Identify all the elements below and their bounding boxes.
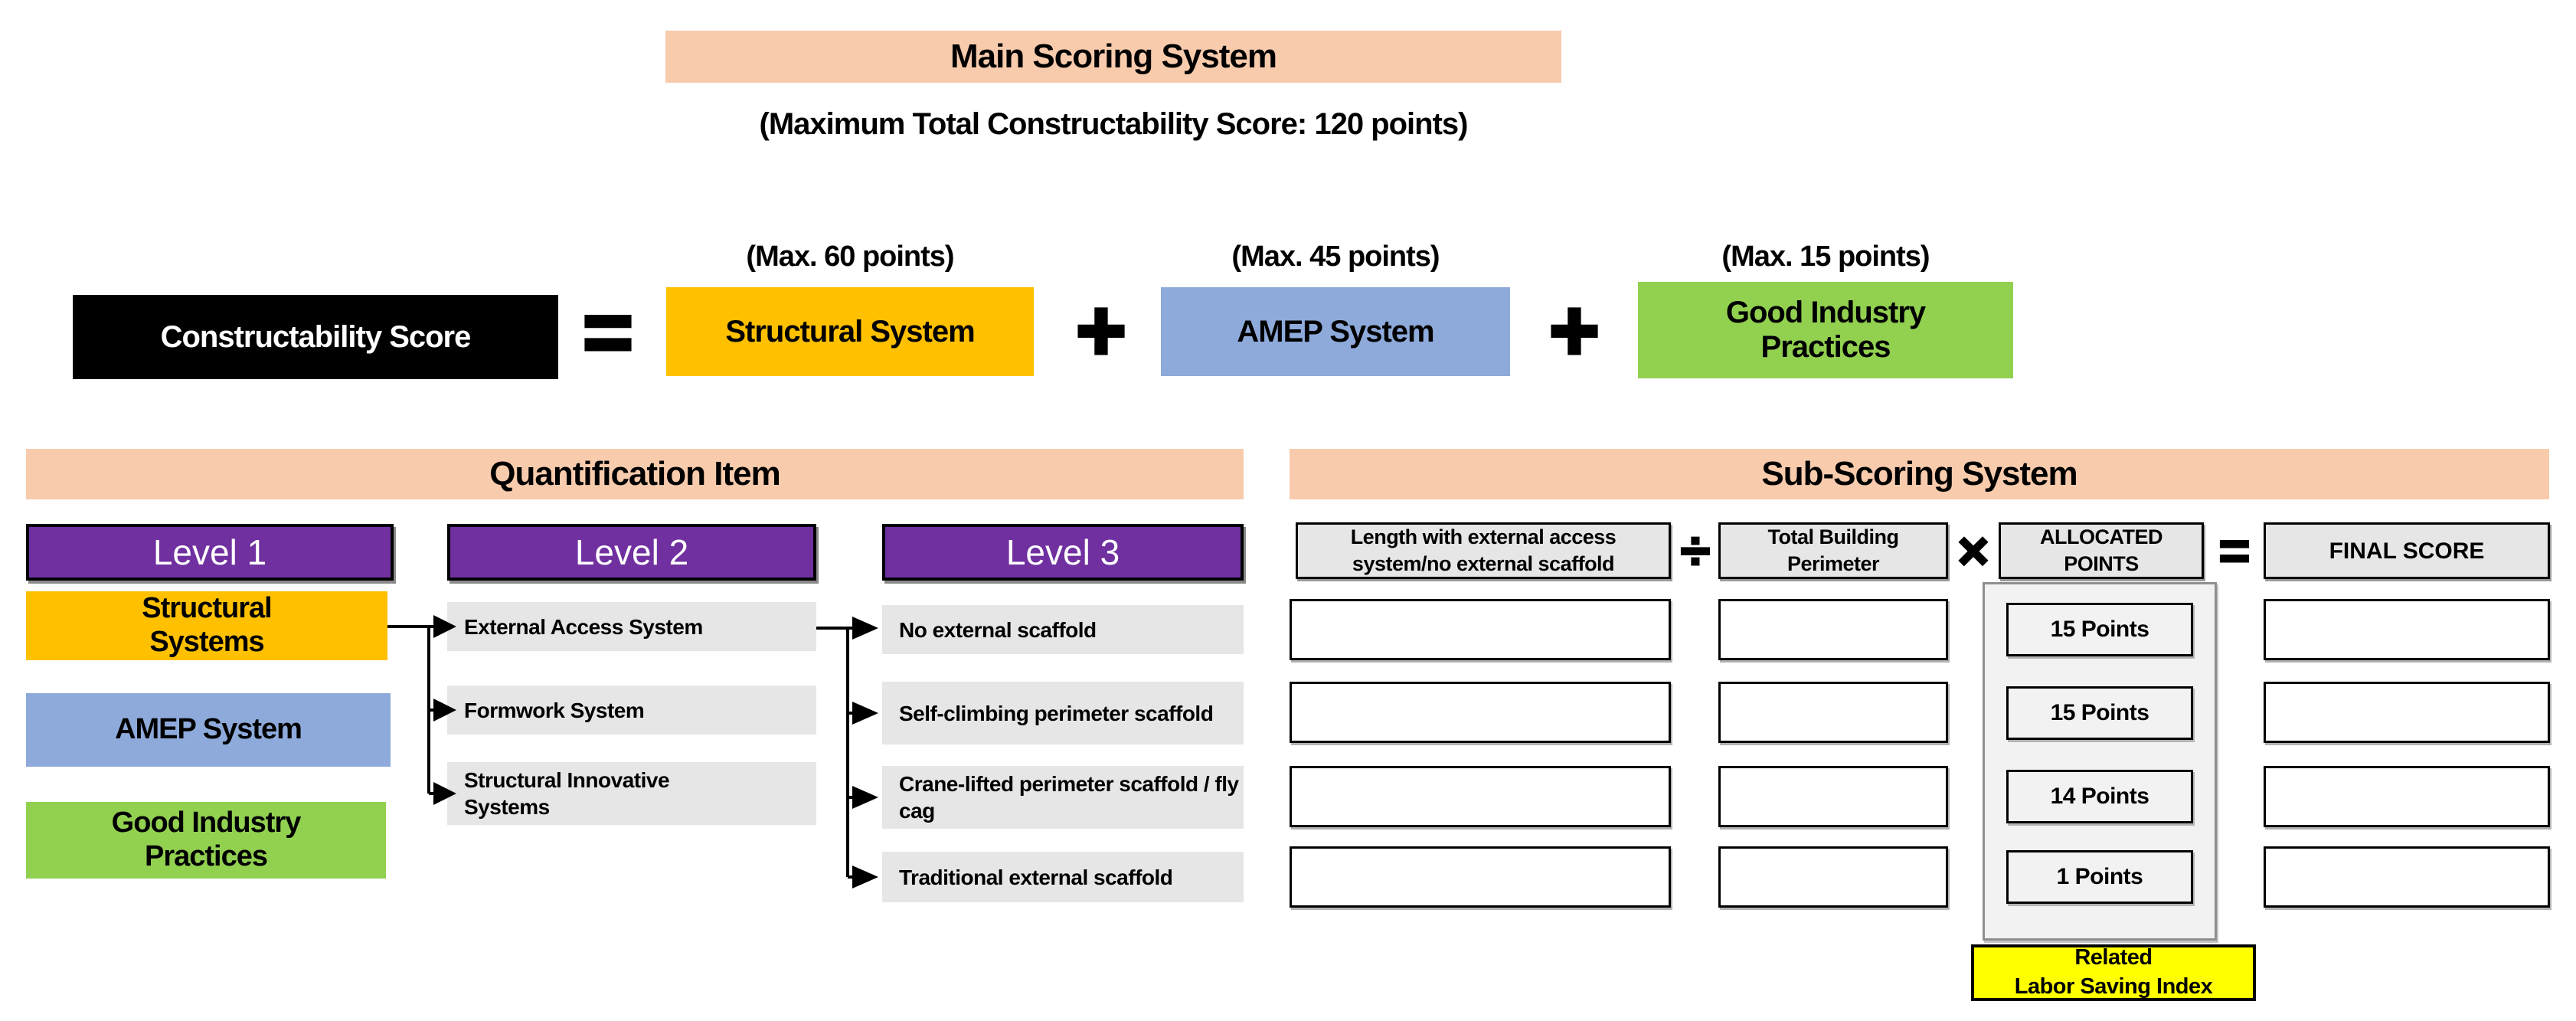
level2-header: Level 2 <box>447 524 816 581</box>
denominator-column-header: Total Building Perimeter <box>1718 522 1948 579</box>
amep-system-box: AMEP System <box>1161 287 1510 376</box>
divide-operator: ÷ <box>1679 521 1711 581</box>
denominator-value-box-3 <box>1718 766 1948 827</box>
multiply-operator: × <box>1957 521 1990 581</box>
structural-systems-label: Structural Systems <box>142 592 272 658</box>
level3-item-self-climbing-scaffold: Self-climbing perimeter scaffold <box>882 682 1244 744</box>
numerator-value-box-3 <box>1290 766 1671 827</box>
level1-header: Level 1 <box>26 524 394 581</box>
final-score-box-1 <box>2264 599 2550 660</box>
level3-header: Level 3 <box>882 524 1244 581</box>
constructability-score-box: Constructability Score <box>73 295 558 379</box>
plus-operator-2: + <box>1548 283 1601 378</box>
sub-scoring-header: Sub-Scoring System <box>1290 449 2549 499</box>
main-scoring-header: Main Scoring System <box>665 31 1561 83</box>
plus-operator-1: + <box>1074 283 1128 378</box>
final-score-box-3 <box>2264 766 2550 827</box>
numerator-column-header: Length with external access system/no ex… <box>1296 522 1671 579</box>
equals-operator: = <box>581 284 635 380</box>
level2-item-external-access-system: External Access System <box>447 602 816 651</box>
level3-item-crane-lifted-scaffold: Crane-lifted perimeter scaffold / fly ca… <box>882 766 1244 829</box>
good-industry-practices-l1-label: Good Industry Practices <box>111 807 302 872</box>
denominator-value-box-4 <box>1718 846 1948 908</box>
good-industry-practices-box: Good Industry Practices <box>1638 282 2013 378</box>
structural-system-box: Structural System <box>666 287 1034 376</box>
final-score-box-2 <box>2264 682 2550 743</box>
quantification-item-header: Quantification Item <box>26 449 1244 499</box>
allocated-point-box-4: 1 Points <box>2006 850 2193 904</box>
allocated-points-column-header: ALLOCATED POINTS <box>1999 522 2204 579</box>
level3-item-no-external-scaffold: No external scaffold <box>882 605 1244 654</box>
level1-item-amep-system: AMEP System <box>26 693 391 767</box>
numerator-value-box-4 <box>1290 846 1671 908</box>
level2-item-formwork-system: Formwork System <box>447 686 816 735</box>
good-industry-practices-label: Good Industry Practices <box>1725 296 1926 364</box>
allocated-point-box-2: 15 Points <box>2006 686 2193 740</box>
level1-item-structural-systems: Structural Systems <box>26 591 387 660</box>
final-score-box-4 <box>2264 846 2550 908</box>
level1-item-good-industry-practices: Good Industry Practices <box>26 802 386 879</box>
level3-item-traditional-scaffold: Traditional external scaffold <box>882 852 1244 902</box>
denominator-value-box-2 <box>1718 682 1948 743</box>
max-45-points-label: (Max. 45 points) <box>1231 240 1440 273</box>
equals-operator-sub: = <box>2218 521 2251 581</box>
max-15-points-label: (Max. 15 points) <box>1721 240 1930 273</box>
allocated-point-box-1: 15 Points <box>2006 603 2193 656</box>
footnote-line1: Related <box>2074 945 2153 970</box>
denominator-value-box-1 <box>1718 599 1948 660</box>
final-score-column-header: FINAL SCORE <box>2264 522 2550 579</box>
level2-item-structural-innovative-systems: Structural Innovative Systems <box>447 762 816 825</box>
related-labor-saving-index-box: Related Labor Saving Index <box>1971 944 2256 1001</box>
footnote-line2: Labor Saving Index <box>2014 974 2213 999</box>
allocated-point-box-3: 14 Points <box>2006 770 2193 823</box>
structural-innovative-systems-label: Structural Innovative Systems <box>464 768 670 819</box>
max-total-score-subtitle: (Maximum Total Constructability Score: 1… <box>759 106 1469 141</box>
numerator-value-box-1 <box>1290 599 1671 660</box>
max-60-points-label: (Max. 60 points) <box>746 240 954 273</box>
numerator-value-box-2 <box>1290 682 1671 743</box>
